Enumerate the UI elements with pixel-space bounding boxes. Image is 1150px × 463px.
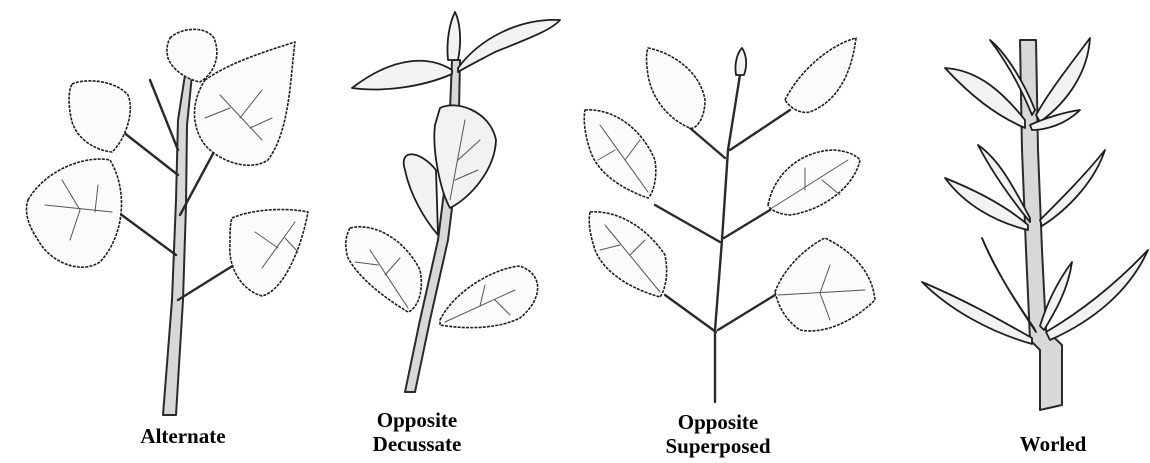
label-opposite-decussate-line-1: Opposite <box>352 408 482 432</box>
label-opposite-superposed: Opposite Superposed <box>648 410 788 458</box>
worled-illustration <box>922 38 1148 410</box>
label-opposite-decussate: Opposite Decussate <box>352 408 482 456</box>
label-opposite-superposed-line-2: Superposed <box>648 434 788 458</box>
label-opposite-superposed-line-1: Opposite <box>648 410 788 434</box>
label-worled-line-1: Worled <box>1020 432 1087 456</box>
opposite-superposed-illustration <box>584 38 875 402</box>
label-worled: Worled <box>998 432 1108 456</box>
label-opposite-decussate-line-2: Decussate <box>352 432 482 456</box>
alternate-illustration <box>26 29 308 415</box>
label-alternate-line-1: Alternate <box>140 424 225 448</box>
label-alternate: Alternate <box>118 424 248 448</box>
opposite-decussate-illustration <box>346 12 560 392</box>
